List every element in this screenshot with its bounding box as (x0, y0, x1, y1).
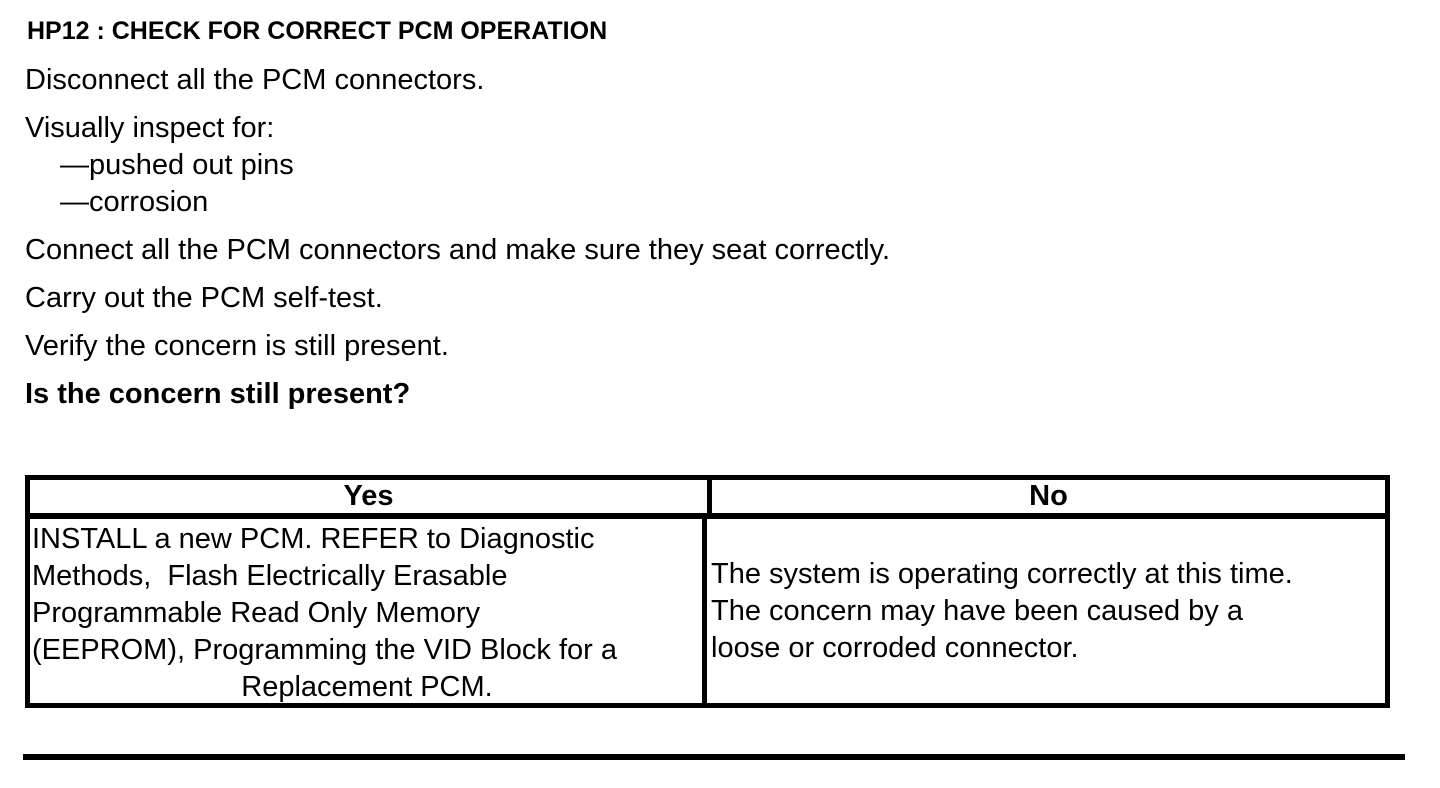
procedure-paragraph: Visually inspect for: (25, 112, 275, 144)
procedure-paragraph: —pushed out pins (60, 149, 294, 181)
procedure-text: Disconnect all the PCM connectors. Visual… (25, 62, 1125, 413)
procedure-paragraph: Disconnect all the PCM connectors. (25, 64, 485, 96)
yes-action-line: (EEPROM), Programming the VID Block for … (32, 634, 617, 666)
no-column-header: No (1029, 480, 1068, 512)
no-action-line: The concern may have been caused by a (711, 594, 1243, 627)
yes-action-line: Replacement PCM. (241, 671, 493, 703)
decision-table: Yes No INSTALL a new PCM. REFER to Diagn… (25, 475, 1390, 708)
decision-table-header-row: Yes No (30, 480, 1385, 519)
no-action-cell: The system is operating correctly at thi… (707, 519, 1385, 703)
section-divider-rule (23, 754, 1405, 760)
no-action-line: loose or corroded connector. (711, 631, 1079, 664)
procedure-paragraph: —corrosion (60, 186, 209, 218)
page-title: HP12 : CHECK FOR CORRECT PCM OPERATION (27, 17, 608, 45)
yes-action-line: Methods, Flash Electrically Erasable (32, 560, 508, 592)
yes-column-header: Yes (30, 480, 712, 513)
yes-action-line: Programmable Read Only Memory (32, 597, 481, 629)
yes-action-line: INSTALL a new PCM. REFER to Diagnostic (32, 523, 595, 555)
no-action-line: The system is operating correctly at thi… (711, 557, 1293, 590)
procedure-paragraph: Verify the concern is still present. (25, 330, 449, 362)
procedure-paragraph: Is the concern still present? (25, 378, 411, 410)
procedure-paragraph: Carry out the PCM self-test. (25, 282, 383, 314)
procedure-paragraph: Connect all the PCM connectors and make … (25, 234, 891, 266)
